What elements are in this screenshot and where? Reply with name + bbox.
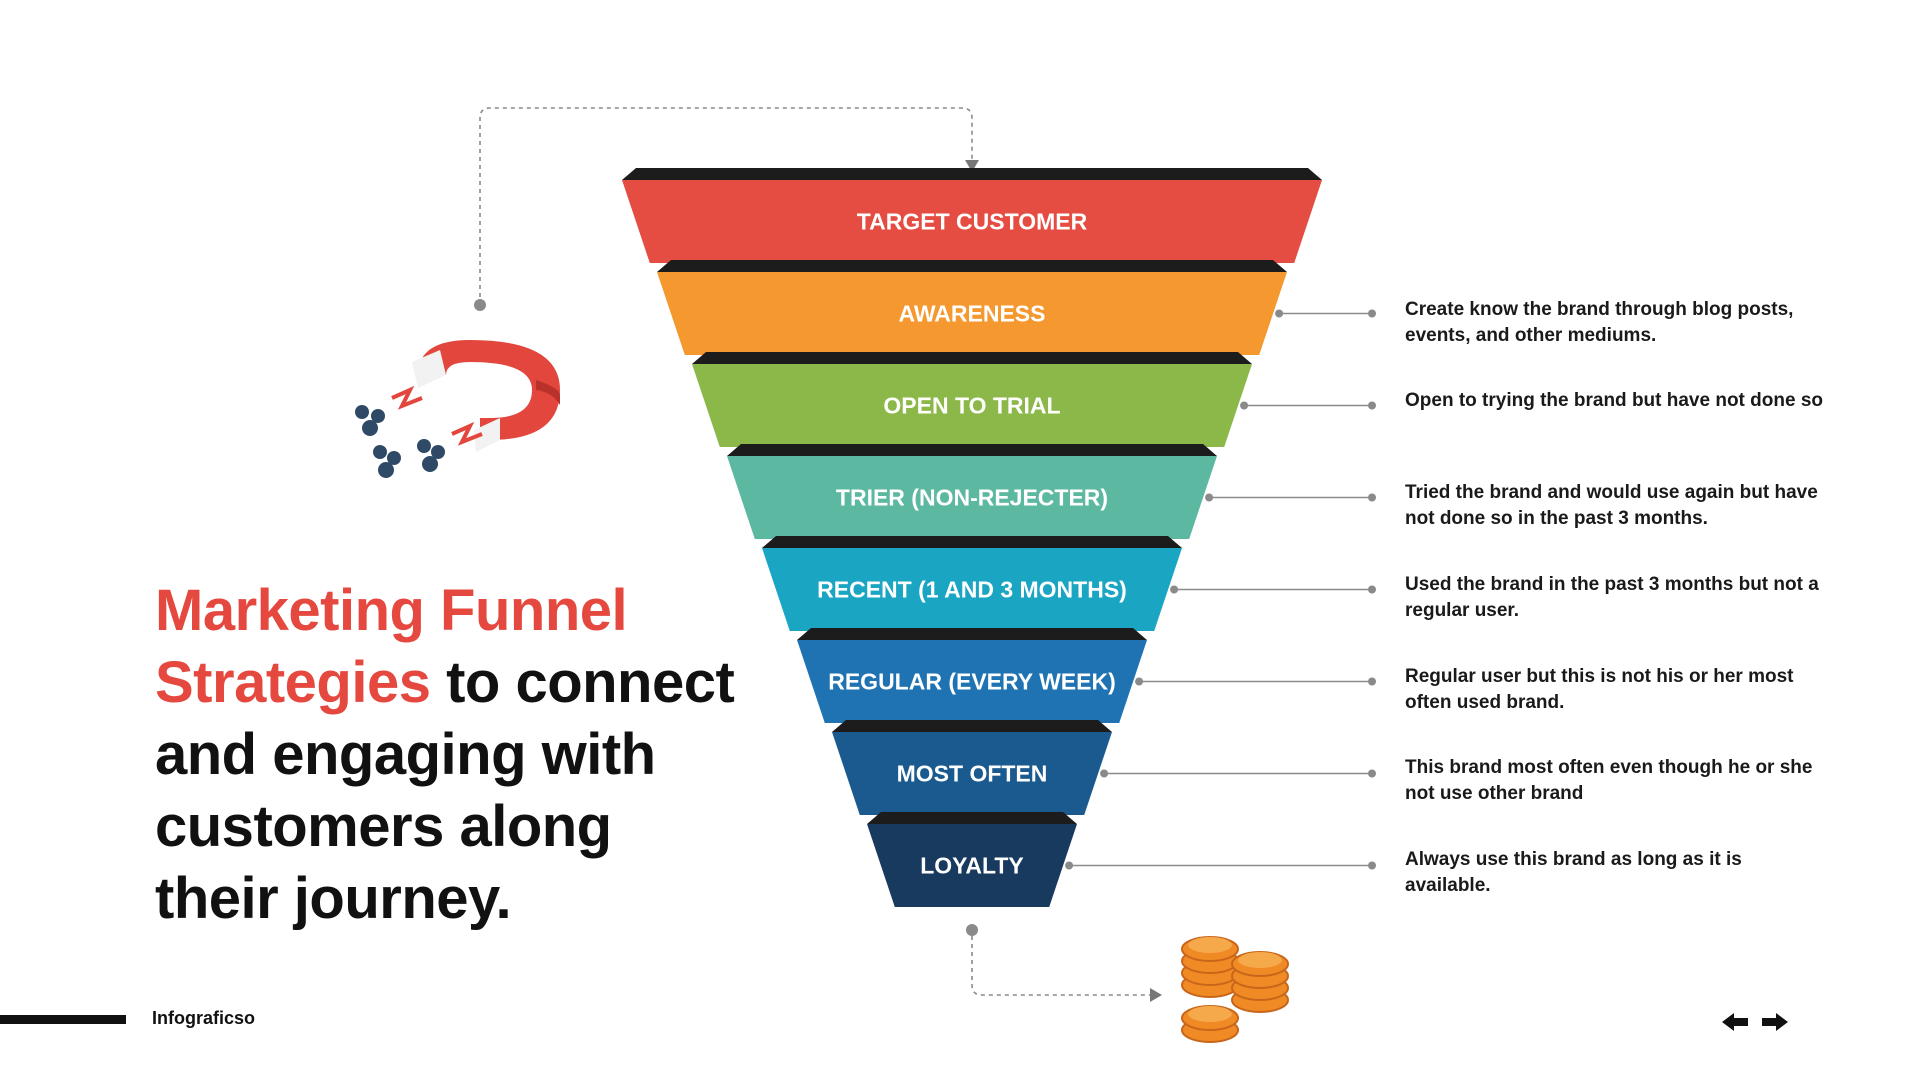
headline-line2-rest: to connect	[430, 650, 735, 715]
funnel-tier-most-often: MOST OFTEN	[832, 720, 1112, 815]
funnel-tier-trier: TRIER (NON-REJECTER)	[727, 444, 1217, 539]
leader-dot-start	[1170, 585, 1179, 594]
description-recent: Used the brand in the past 3 months but …	[1405, 574, 1819, 621]
arrow-right-icon[interactable]	[1762, 1013, 1788, 1031]
footer-brand: Infograficso	[152, 1008, 256, 1028]
leader-dot-end	[1368, 585, 1376, 594]
funnel-tier-target-customer: TARGET CUSTOMER	[622, 168, 1322, 263]
funnel-tier-label: LOYALTY	[920, 853, 1024, 879]
connector-arrowhead-down	[965, 160, 979, 172]
leader-dot-start	[1275, 309, 1284, 318]
magnet-icon	[355, 340, 560, 478]
coins-connector	[971, 936, 1150, 996]
leader-dot-end	[1368, 493, 1376, 502]
leader-dot-end	[1368, 769, 1376, 778]
leader-dot-end	[1368, 401, 1376, 410]
arrow-left-icon[interactable]	[1722, 1013, 1748, 1031]
funnel-tier-body	[727, 456, 1217, 539]
leader-dot-end	[1368, 861, 1376, 870]
funnel-tier-top	[762, 536, 1182, 548]
funnel-tier-open-to-trial: OPEN TO TRIAL	[692, 352, 1252, 447]
funnel-tier-top	[657, 260, 1287, 272]
funnel-tier-label: AWARENESS	[899, 301, 1046, 327]
funnel-tier-loyalty: LOYALTY	[867, 812, 1077, 907]
description-open-to-trial: Open to trying the brand but have not do…	[1405, 390, 1823, 411]
funnel-tiers: TARGET CUSTOMER AWARENESS OPEN TO TRIAL TRI…	[622, 168, 1322, 907]
leader-dot-start	[1100, 769, 1109, 778]
funnel-tier-label: RECENT (1 AND 3 MONTHS)	[817, 577, 1127, 603]
leader-dot-start	[1065, 861, 1074, 870]
funnel-tier-label: MOST OFTEN	[897, 761, 1048, 787]
funnel-tier-body	[832, 732, 1112, 815]
funnel-tier-top	[692, 352, 1252, 364]
magnet-connector-dot	[474, 299, 486, 311]
connector-arrowhead-right	[1150, 988, 1162, 1002]
funnel-tier-regular: REGULAR (EVERY WEEK)	[797, 628, 1147, 723]
funnel-tier-top	[727, 444, 1217, 456]
leader-dot-end	[1368, 677, 1376, 686]
leader-dot-start	[1135, 677, 1144, 686]
funnel-tier-top	[867, 812, 1077, 824]
description-loyalty: Always use this brand as long as it is a…	[1405, 849, 1742, 896]
description-awareness: Create know the brand through blog posts…	[1405, 299, 1794, 346]
funnel-tier-label: REGULAR (EVERY WEEK)	[828, 669, 1116, 695]
headline: Marketing Funnel Strategies to connect a…	[155, 575, 775, 935]
funnel-tier-body	[867, 824, 1077, 907]
funnel-tier-top	[832, 720, 1112, 732]
leader-dot-start	[1240, 401, 1249, 410]
description-regular: Regular user but this is not his or her …	[1405, 666, 1794, 713]
funnel-tier-body	[622, 180, 1322, 263]
funnel-tier-label: TARGET CUSTOMER	[857, 209, 1088, 235]
headline-line3: and engaging with	[155, 722, 656, 787]
footer-bar	[0, 1015, 126, 1024]
funnel-leaders	[1065, 309, 1376, 870]
description-trier: Tried the brand and would use again but …	[1405, 482, 1818, 529]
funnel-tier-body	[692, 364, 1252, 447]
funnel-tier-top	[622, 168, 1322, 180]
coins-connector-dot	[966, 924, 978, 936]
funnel-tier-label: OPEN TO TRIAL	[883, 393, 1060, 419]
description-most-often: This brand most often even though he or …	[1405, 757, 1813, 804]
leader-dot-start	[1205, 493, 1214, 502]
funnel-tier-recent: RECENT (1 AND 3 MONTHS)	[762, 536, 1182, 631]
funnel-tier-top	[797, 628, 1147, 640]
headline-accent-line1: Marketing Funnel	[155, 578, 628, 643]
coins-icon	[1181, 936, 1289, 1043]
funnel-tier-body	[797, 640, 1147, 723]
headline-line5: their journey.	[155, 866, 512, 931]
leader-dot-end	[1368, 309, 1376, 318]
funnel-tier-body	[762, 548, 1182, 631]
funnel-tier-label: TRIER (NON-REJECTER)	[836, 485, 1108, 511]
headline-line4: customers along	[155, 794, 612, 859]
funnel-tier-body	[657, 272, 1287, 355]
slide-nav	[1722, 1013, 1788, 1031]
headline-accent-line2: Strategies	[155, 650, 431, 715]
funnel-tier-awareness: AWARENESS	[657, 260, 1287, 355]
